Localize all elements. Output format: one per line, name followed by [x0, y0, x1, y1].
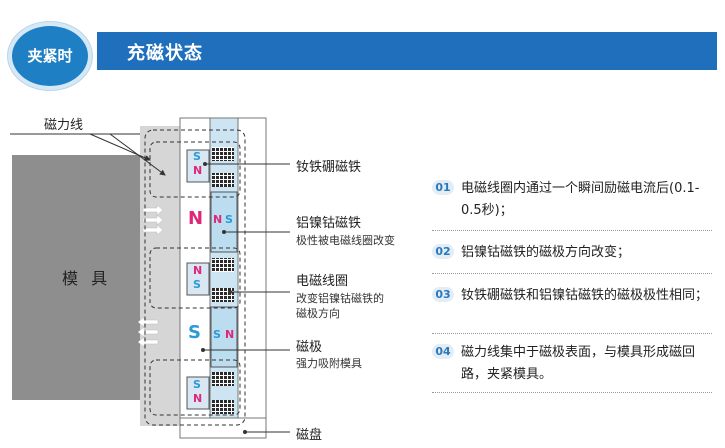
step-number: 01: [432, 180, 454, 195]
divider: [432, 392, 712, 393]
step-item-4: 04 磁力线集中于磁极表面，与模具形成磁回路，夹紧模具。: [432, 342, 712, 386]
coil-label: 电磁线圈: [296, 274, 349, 289]
alnico-magnet-1: [210, 191, 238, 253]
pole-label: 磁极: [296, 340, 323, 355]
alnico-magnet-2: [210, 306, 238, 368]
step-text: 铝镍钴磁铁的磁极方向改变；: [461, 245, 631, 260]
step-text: 磁力线集中于磁极表面，与模具形成磁回路，夹紧模具。: [461, 345, 696, 382]
title-banner: 充磁状态: [97, 32, 717, 70]
ndfeb-top-s: S: [193, 150, 201, 163]
coil-sub-2: 磁极方向: [296, 307, 340, 320]
alnico-sub: 极性被电磁线圈改变: [296, 234, 395, 247]
flux-loops: [144, 129, 246, 426]
air-gap-column: [140, 126, 180, 426]
clamping-badge: 夹紧时: [8, 22, 92, 90]
divider: [432, 230, 712, 231]
coil-bottom-2: [212, 400, 234, 414]
chuck-body-right: [237, 117, 267, 434]
plate-label: 磁盘: [296, 428, 323, 443]
alnico2-s: S: [213, 328, 221, 341]
alnico1-n: N: [213, 213, 223, 226]
step-item-1: 01 电磁线圈内通过一个瞬间励磁电流后(0.1-0.5秒)；: [432, 178, 712, 222]
badge-text: 夹紧时: [27, 47, 73, 65]
divider: [432, 273, 712, 274]
coil-bottom: [212, 372, 234, 386]
ndfeb-magnet-bottom: [186, 376, 210, 410]
ndfeb-mid-s: S: [193, 278, 201, 291]
alnico-label: 铝镍钴磁铁: [296, 216, 362, 231]
page-title: 充磁状态: [127, 43, 203, 64]
step-number: 04: [432, 344, 454, 359]
ndfeb-bottom-s: S: [193, 378, 201, 391]
ndfeb-label: 钕铁硼磁铁: [296, 160, 362, 175]
ndfeb-magnet-top: [186, 149, 210, 183]
mold-block: [12, 155, 140, 400]
ndfeb-top-n: N: [193, 164, 203, 177]
coil-top-2: [212, 173, 234, 187]
mold-label: 模 具: [62, 269, 112, 288]
ndfeb-mid-n: N: [193, 264, 203, 277]
leader-lines: [10, 133, 290, 433]
coil-mid: [212, 258, 234, 272]
pole-s-label: S: [188, 322, 201, 343]
coil-top: [212, 147, 234, 161]
magnetic-plate: [179, 417, 267, 439]
coil-sub-1: 改变铝镍钴磁铁的: [296, 292, 384, 305]
alnico2-n: N: [225, 328, 235, 341]
step-text: 钕铁硼磁铁和铝镍钴磁铁的磁极极性相同；: [461, 288, 709, 303]
coil-mid-2: [212, 288, 234, 302]
pole-n-label: N: [188, 208, 204, 229]
step-number: 03: [432, 287, 454, 302]
step-item-3: 03 钕铁硼磁铁和铝镍钴磁铁的磁极极性相同；: [432, 285, 712, 329]
divider: [432, 333, 712, 334]
pole-sub: 强力吸附模具: [296, 357, 362, 370]
step-text: 电磁线圈内通过一个瞬间励磁电流后(0.1-0.5秒)；: [461, 181, 700, 218]
ndfeb-magnet-mid: [186, 262, 210, 296]
step-number: 02: [432, 244, 454, 259]
flux-arrows: [137, 204, 164, 348]
step-item-2: 02 铝镍钴磁铁的磁极方向改变；: [432, 242, 712, 264]
flux-line-label: 磁力线: [44, 118, 84, 133]
alnico1-s: S: [225, 213, 233, 226]
ndfeb-bottom-n: N: [193, 392, 203, 405]
